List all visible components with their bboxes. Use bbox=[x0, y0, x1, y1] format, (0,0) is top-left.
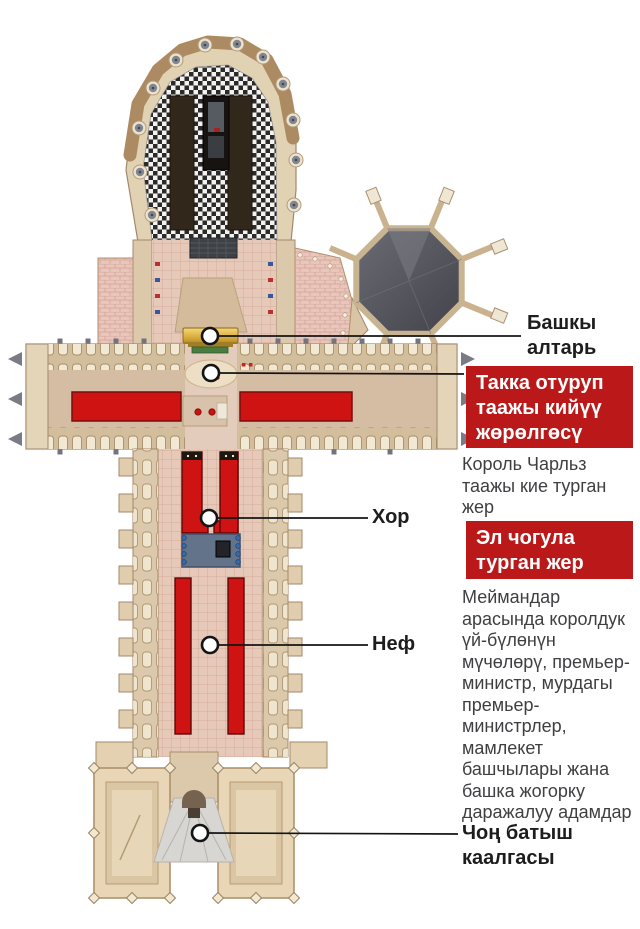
label-choir: Хор bbox=[372, 506, 410, 528]
nave-body bbox=[118, 448, 303, 758]
transept-carpet-left bbox=[71, 391, 182, 422]
marker-altar-icon bbox=[200, 326, 220, 346]
altar-dais bbox=[174, 277, 248, 333]
highlight-box-congregation: Эл чогула турган жер bbox=[466, 521, 633, 579]
callout-markers bbox=[190, 326, 221, 843]
marker-nave-icon bbox=[200, 635, 220, 655]
description-congregation: Меймандар арасында королдук үй-бүлөнүн м… bbox=[462, 587, 632, 822]
label-nave: Неф bbox=[372, 633, 416, 655]
hanging-banners bbox=[155, 262, 273, 314]
west-front bbox=[88, 741, 328, 904]
highlight-box-coronation: Такка отуруп таажы кийүү жөрөлгөсү bbox=[466, 366, 633, 448]
callout-line-west-door bbox=[207, 832, 459, 835]
west-tower-left bbox=[88, 762, 176, 904]
chapel-pews-right bbox=[227, 95, 253, 231]
marker-coronation-icon bbox=[201, 363, 221, 383]
chapel-pews-left bbox=[169, 95, 195, 231]
callout-lines bbox=[207, 335, 521, 835]
transept bbox=[8, 338, 475, 455]
lady-chapel bbox=[123, 35, 304, 243]
marker-choir-icon bbox=[199, 508, 219, 528]
organ-screen bbox=[181, 533, 241, 568]
marker-west-door-icon bbox=[190, 823, 210, 843]
throne-left bbox=[194, 408, 202, 416]
description-coronation: Король Чарльз таажы кие турган жер bbox=[462, 454, 607, 517]
shrine bbox=[202, 95, 230, 171]
throne-right bbox=[208, 408, 216, 416]
coronation-theatre bbox=[182, 359, 238, 427]
altar-green-step bbox=[191, 346, 229, 354]
nave-carpets bbox=[174, 577, 245, 735]
nave-buttresses bbox=[118, 457, 303, 729]
callout-line-coronation bbox=[218, 372, 465, 375]
transept-carpet-right bbox=[239, 391, 353, 422]
label-main-altar: Башкы алтарь bbox=[527, 312, 597, 359]
label-west-door: Чоң батыш каалгасы bbox=[462, 822, 573, 869]
